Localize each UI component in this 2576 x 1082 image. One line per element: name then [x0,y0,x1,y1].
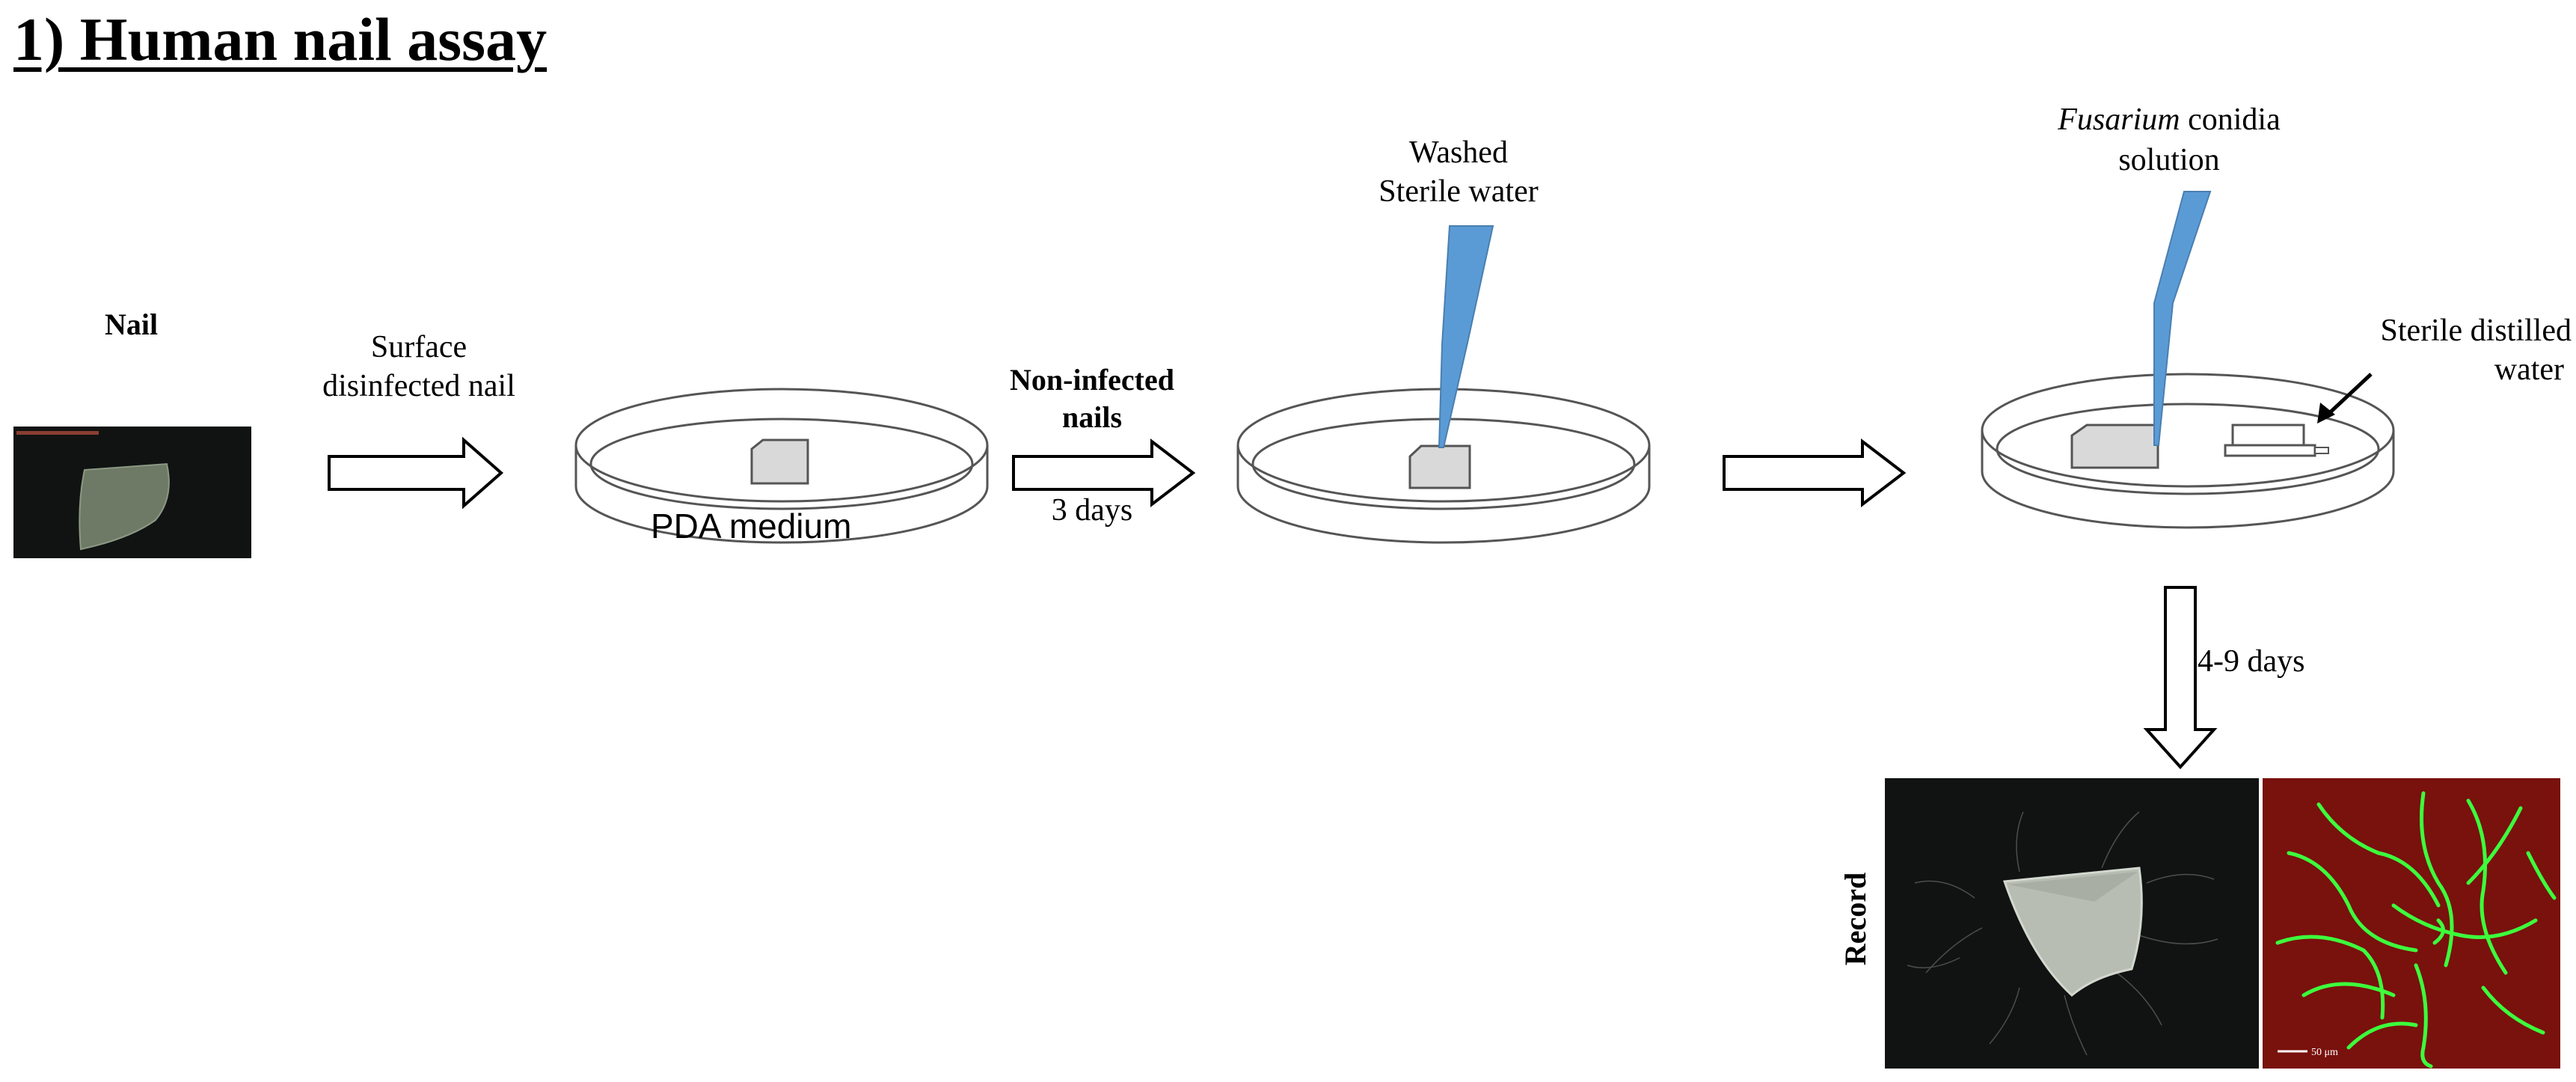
noninfected-label-line2: nails [1061,400,1123,434]
result-photo-confocal: 50 μm [2263,778,2560,1069]
petri-dish-inoculation [1981,373,2395,529]
surface-label-line2: disinfected nail [322,369,515,403]
fusarium-rest: conidia [2180,103,2281,137]
pointer-sterile-water [2325,373,2373,418]
nail-photo [13,427,251,558]
sterile-label-line1: Sterile distilled [2380,314,2572,348]
fusarium-italic: Fusarium [2058,103,2180,137]
pipette-washed [1438,225,1494,448]
washed-label-line1: Washed [1409,135,1508,170]
pipette-fusarium [2153,191,2212,446]
fusarium-label-line1: Fusarium conidia [2020,102,2319,138]
diagram-title: 1) Human nail assay [13,5,548,73]
arrow-to-inoculation [1723,438,1907,508]
surface-label-line1: Surface [370,330,467,364]
nail-label: Nail [105,308,159,341]
result-photo-nail [1885,778,2259,1069]
sterile-label-line2: water [2494,352,2564,387]
arrow-surface-disinfected [328,436,504,510]
record-label: Record [1839,872,1872,965]
four-nine-days-label: 4-9 days [2198,644,2305,679]
arrow-non-infected [1012,438,1196,508]
pda-medium-label: PDA medium [651,507,852,545]
three-days-label: 3 days [1051,493,1133,528]
arrow-down-incubation [2143,586,2218,769]
scale-bar-label: 50 μm [2311,1047,2338,1058]
noninfected-label-line1: Non-infected [1010,363,1174,397]
fusarium-label-line2: solution [2118,143,2220,177]
petri-dish-pda [574,388,989,544]
washed-label-line2: Sterile water [1379,174,1539,209]
